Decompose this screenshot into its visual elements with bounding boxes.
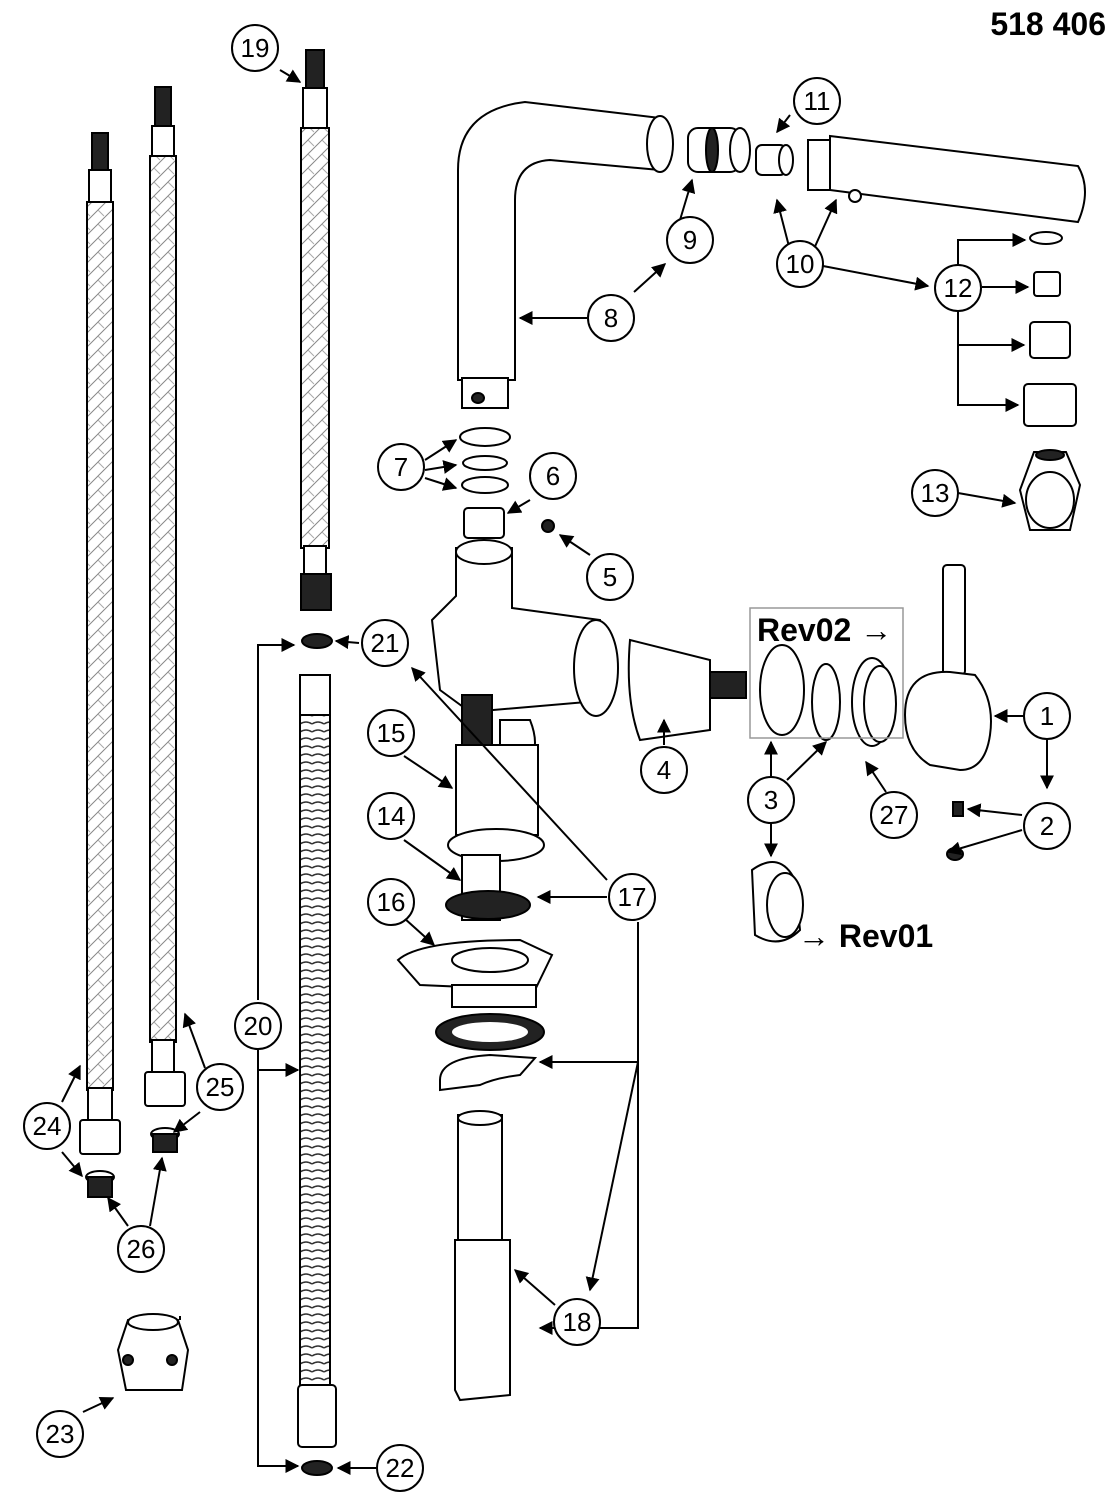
braided-hose-25 — [144, 86, 186, 1107]
callout-3: 3 — [747, 776, 795, 824]
seal-22 — [301, 1460, 333, 1476]
callout-17: 17 — [608, 873, 656, 921]
svg-text:24: 24 — [33, 1111, 62, 1141]
callout-27: 27 — [870, 791, 918, 839]
svg-text:7: 7 — [394, 452, 408, 482]
ring-nut-3 — [759, 644, 841, 741]
callout-26: 26 — [117, 1225, 165, 1273]
callout-24: 24 — [23, 1102, 71, 1150]
svg-text:23: 23 — [46, 1419, 75, 1449]
mounting-shank-18 — [454, 1110, 511, 1402]
svg-text:8: 8 — [604, 303, 618, 333]
svg-text:27: 27 — [880, 800, 909, 830]
svg-text:22: 22 — [386, 1453, 415, 1483]
part-number: 518 406 — [990, 6, 1106, 42]
spout-end-10 — [807, 134, 1086, 224]
svg-text:13: 13 — [921, 478, 950, 508]
cartridge-4 — [627, 638, 747, 742]
rings-7 — [459, 427, 511, 494]
callout-19: 19 — [231, 24, 279, 72]
seal-21 — [301, 633, 333, 649]
callout-21: 21 — [361, 619, 409, 667]
callout-13: 13 — [911, 469, 959, 517]
rev02-box — [749, 607, 904, 739]
svg-text:14: 14 — [377, 801, 406, 831]
grub-screw-2a — [952, 801, 964, 817]
svg-text:18: 18 — [563, 1307, 592, 1337]
rev01-label: → Rev01 — [798, 918, 934, 954]
aerator-housing-13 — [1018, 449, 1082, 531]
svg-text:3: 3 — [764, 785, 778, 815]
callout-14: 14 — [367, 792, 415, 840]
svg-text:11: 11 — [804, 86, 831, 116]
svg-text:21: 21 — [371, 628, 400, 658]
svg-text:10: 10 — [786, 249, 815, 279]
cover-rev01 — [750, 861, 804, 943]
callout-20: 20 — [234, 1002, 282, 1050]
rev02-label: Rev02 → — [757, 612, 893, 648]
callout-11: 11 — [793, 77, 841, 125]
svg-text:17: 17 — [618, 882, 647, 912]
callout-15: 15 — [367, 709, 415, 757]
callout-12: 12 — [934, 264, 982, 312]
callout-16: 16 — [367, 878, 415, 926]
adapter-26a — [85, 1170, 115, 1198]
mixer-body — [430, 539, 619, 717]
svg-text:1: 1 — [1040, 701, 1054, 731]
svg-text:15: 15 — [377, 718, 406, 748]
callout-4: 4 — [640, 746, 688, 794]
washer-18 — [439, 1053, 538, 1092]
aerator-parts-12 — [1023, 231, 1077, 427]
braided-hose-19 — [300, 49, 332, 611]
bushing-6 — [463, 507, 505, 539]
svg-text:12: 12 — [944, 273, 973, 303]
svg-text:19: 19 — [241, 33, 270, 63]
base-plate-16 — [396, 938, 554, 1008]
svg-text:20: 20 — [244, 1011, 273, 1041]
callout-18: 18 — [553, 1298, 601, 1346]
callout-1: 1 — [1023, 692, 1071, 740]
svg-text:9: 9 — [683, 225, 697, 255]
corrugated-hose-20 — [297, 674, 337, 1448]
svg-text:25: 25 — [206, 1072, 235, 1102]
callout-7: 7 — [377, 443, 425, 491]
adaptor-9 — [687, 127, 751, 173]
svg-text:6: 6 — [546, 461, 560, 491]
callout-6: 6 — [529, 452, 577, 500]
threaded-rod-14 — [445, 694, 531, 921]
set-screw-5 — [541, 519, 555, 533]
callout-9: 9 — [666, 216, 714, 264]
lever-handle-1 — [903, 564, 992, 772]
callout-22: 22 — [376, 1444, 424, 1492]
svg-text:5: 5 — [603, 562, 617, 592]
hose-clamp-23 — [116, 1313, 190, 1391]
braided-hose-24 — [79, 132, 121, 1155]
check-valve-11 — [755, 144, 794, 176]
svg-text:16: 16 — [377, 887, 406, 917]
leader-lines — [61, 69, 1054, 1475]
callout-5: 5 — [586, 553, 634, 601]
callout-23: 23 — [36, 1410, 84, 1458]
svg-text:4: 4 — [657, 755, 671, 785]
callout-8: 8 — [587, 294, 635, 342]
callout-2: 2 — [1023, 802, 1071, 850]
spout-8 — [457, 100, 674, 409]
callout-25: 25 — [196, 1063, 244, 1111]
svg-text:2: 2 — [1040, 811, 1054, 841]
adapter-26b — [150, 1127, 180, 1153]
sleeve-27 — [851, 657, 897, 747]
svg-text:26: 26 — [127, 1234, 156, 1264]
callout-10: 10 — [776, 240, 824, 288]
